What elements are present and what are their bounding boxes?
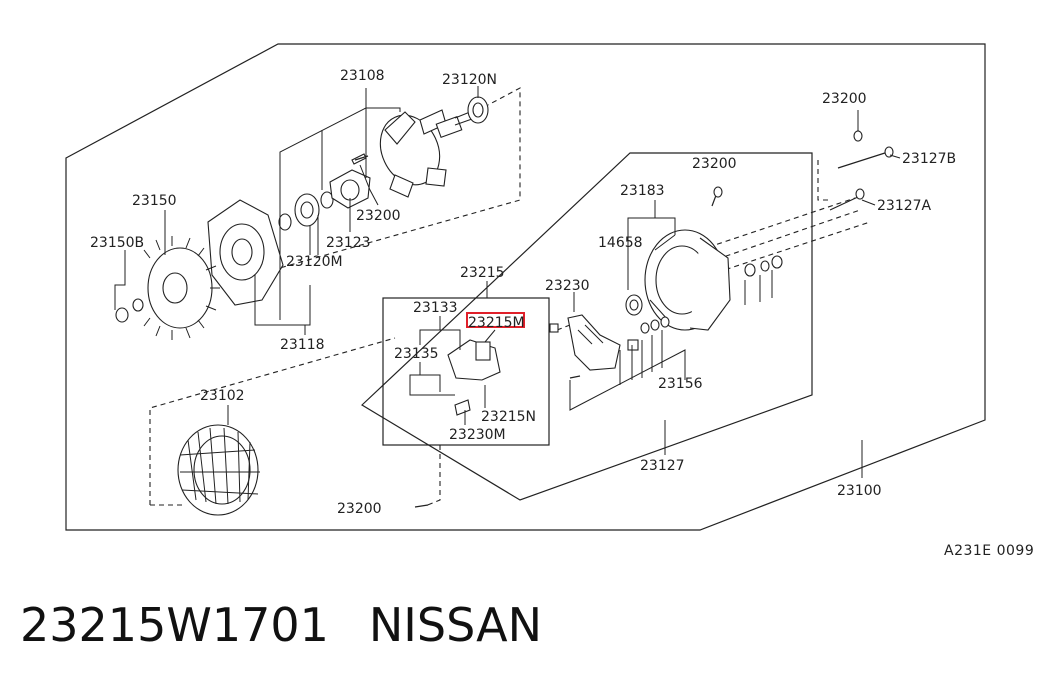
- brush-holder-box: [382, 297, 550, 446]
- label-23230M: 23230M: [449, 427, 506, 443]
- label-23133: 23133: [413, 300, 458, 316]
- rear-assembly-frame: [361, 152, 813, 501]
- label-23183: 23183: [620, 183, 665, 199]
- label-23150: 23150: [132, 193, 177, 209]
- rear-housing-bearing: [625, 294, 643, 316]
- label-23150B: 23150B: [90, 235, 144, 251]
- brand-name: NISSAN: [368, 598, 542, 652]
- label-23230: 23230: [545, 278, 590, 294]
- label-23120N: 23120N: [442, 72, 497, 88]
- guide-line: [817, 160, 830, 201]
- guide-line: [556, 324, 571, 331]
- assembly-frame: [65, 43, 986, 531]
- through-bolts: [829, 130, 894, 211]
- label-23215: 23215: [460, 265, 505, 281]
- guide-line: [424, 445, 441, 507]
- label-23123: 23123: [326, 235, 371, 251]
- label-23100: 23100: [837, 483, 882, 499]
- label-23200-bottom: 23200: [337, 501, 382, 517]
- label-23108: 23108: [340, 68, 385, 84]
- part-number: 23215W1701: [20, 598, 329, 652]
- rotor-assembly: [379, 109, 473, 198]
- front-bearing: [278, 191, 334, 231]
- label-23102: 23102: [200, 388, 245, 404]
- rear-housing: [644, 229, 731, 331]
- cooling-fan: [143, 236, 220, 340]
- rectifier: [567, 314, 621, 371]
- highlight-box: [466, 312, 525, 328]
- guide-line: [254, 87, 521, 276]
- label-23215M[interactable]: 23215M: [468, 315, 525, 331]
- terminal-hardware: [549, 255, 783, 351]
- label-23127B: 23127B: [902, 151, 956, 167]
- label-23120M: 23120M: [286, 254, 343, 270]
- screws: [354, 155, 723, 508]
- brush: [454, 399, 471, 416]
- label-23135: 23135: [394, 346, 439, 362]
- label-23127A: 23127A: [877, 198, 932, 214]
- part-number-line: 23215W1701 NISSAN: [20, 598, 542, 652]
- label-23200-right: 23200: [822, 91, 867, 107]
- label-23200-housing: 23200: [692, 156, 737, 172]
- leader-lines: [114, 86, 901, 478]
- label-23156: 23156: [658, 376, 703, 392]
- rear-bearing: [467, 96, 489, 124]
- label-14658: 14658: [598, 235, 643, 251]
- diagram-code: A231E 0099: [944, 543, 1035, 559]
- label-23200-top: 23200: [356, 208, 401, 224]
- bearing-retainer: [329, 153, 371, 209]
- stator: [177, 424, 260, 516]
- front-housing: [207, 199, 284, 306]
- pulley-nut: [115, 298, 144, 323]
- brush-holder: [447, 339, 501, 381]
- label-23215N: 23215N: [481, 409, 536, 425]
- label-23118: 23118: [280, 337, 325, 353]
- label-23127: 23127: [640, 458, 685, 474]
